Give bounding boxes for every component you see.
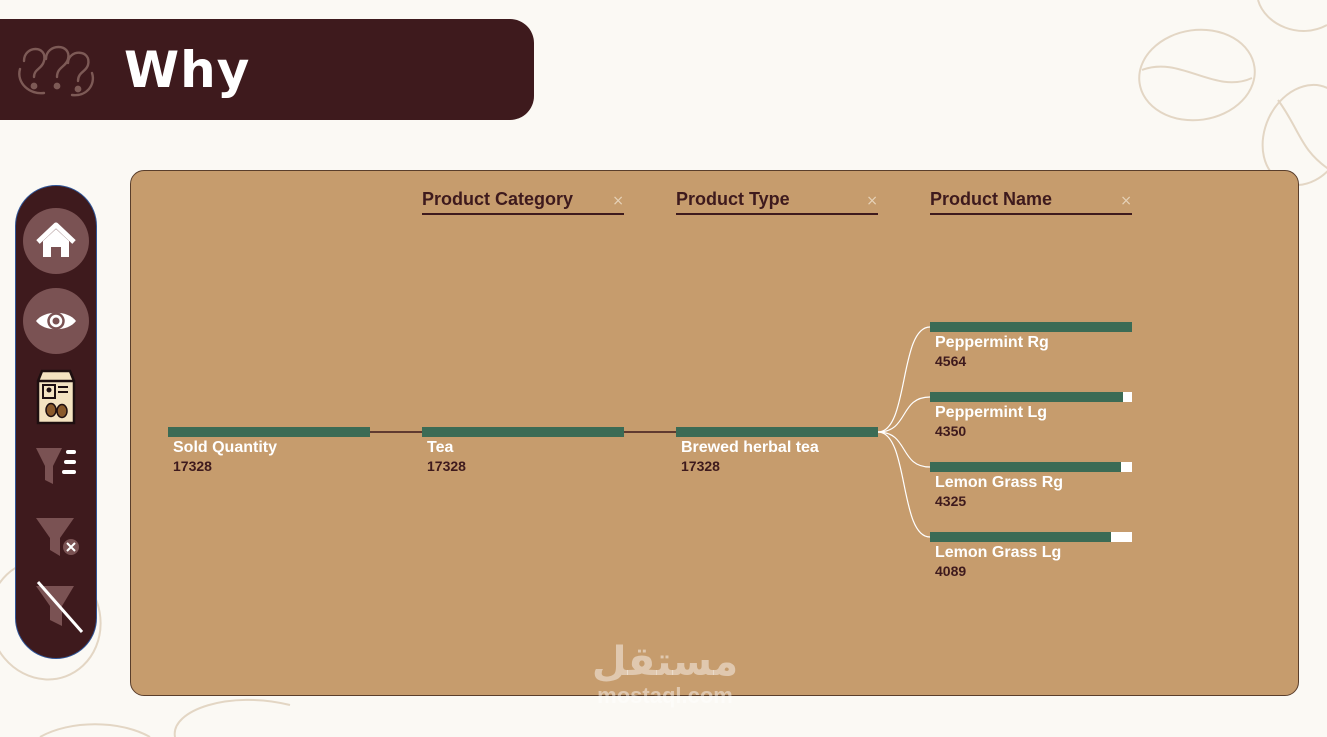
node-label: Sold Quantity — [173, 439, 277, 456]
node-label: Peppermint Lg — [935, 404, 1048, 421]
nav-overview-button[interactable] — [22, 287, 90, 355]
nav-home-button[interactable] — [22, 207, 90, 275]
nav-filters-button[interactable] — [22, 436, 90, 504]
eye-icon — [23, 288, 89, 354]
node-bar-fill — [930, 462, 1122, 472]
tree-connectors — [370, 326, 931, 538]
node-value: 4350 — [935, 423, 967, 439]
node-bar-fill — [930, 532, 1111, 542]
filter-list-icon — [36, 448, 76, 484]
level-header-product-category: Product Category × — [422, 189, 624, 215]
filter-off-icon — [36, 581, 84, 633]
node-bar-fill — [168, 427, 370, 437]
remove-level-icon[interactable]: × — [866, 193, 878, 209]
page-title: Why — [124, 41, 251, 99]
nav-products-button[interactable] — [22, 361, 90, 429]
remove-level-icon[interactable]: × — [1120, 193, 1132, 209]
level-header-product-type: Product Type × — [676, 189, 878, 215]
coffee-bag-icon — [36, 369, 76, 425]
question-marks-icon — [18, 45, 95, 97]
nav-clear-filters-button[interactable] — [22, 506, 90, 574]
node-label: Brewed herbal tea — [681, 439, 819, 456]
filter-clear-icon — [36, 518, 79, 556]
nav-hide-filters-button[interactable] — [22, 574, 90, 642]
node-value: 17328 — [173, 458, 212, 474]
node-bar-fill — [422, 427, 624, 437]
level-header-label: Product Type — [676, 189, 790, 209]
side-navigation — [15, 185, 97, 659]
home-icon — [23, 208, 89, 274]
level-header-label: Product Name — [930, 189, 1053, 209]
node-bar-fill — [930, 322, 1132, 332]
decomposition-tree-panel: Product Category × Product Type × Produc… — [130, 170, 1299, 696]
remove-level-icon[interactable]: × — [612, 193, 624, 209]
node-value: 17328 — [681, 458, 720, 474]
node-label: Peppermint Rg — [935, 334, 1049, 351]
node-label: Lemon Grass Lg — [935, 544, 1062, 561]
node-value: 4564 — [935, 353, 967, 369]
header-banner: Why — [0, 19, 534, 120]
level-header-label: Product Category — [422, 189, 574, 209]
level-header-product-name: Product Name × — [930, 189, 1132, 215]
node-value: 4325 — [935, 493, 967, 509]
node-label: Lemon Grass Rg — [935, 474, 1064, 491]
node-bar-fill — [930, 392, 1123, 402]
node-label: Tea — [427, 439, 454, 456]
node-bar-fill — [676, 427, 878, 437]
node-value: 17328 — [427, 458, 466, 474]
node-value: 4089 — [935, 563, 967, 579]
